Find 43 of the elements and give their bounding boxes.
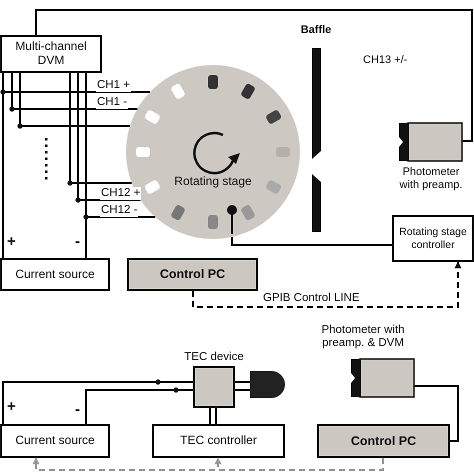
device-box (392, 215, 474, 262)
wire (414, 385, 459, 442)
node-label: Photometer with preamp. & DVM (320, 324, 406, 350)
node-label: TEC device (183, 350, 245, 364)
node-label: Control PC (350, 434, 418, 448)
node-label: Photometer with preamp. (398, 166, 464, 192)
wire (35, 9, 473, 142)
wire (19, 73, 130, 127)
node-label: Baffle (300, 24, 332, 37)
wire (85, 389, 193, 424)
wire (2, 381, 193, 424)
wire (231, 236, 392, 246)
node-label: Control PC (158, 267, 226, 282)
node-label: Current source (14, 268, 96, 282)
polarity-sign: + (6, 399, 17, 416)
wire (77, 73, 140, 201)
wire (11, 73, 138, 110)
wire (235, 381, 250, 383)
edge-label: CH1 - (96, 96, 128, 109)
node-label: Rotating stage controller (398, 226, 468, 251)
dashed-connector (192, 261, 462, 308)
device-box (152, 424, 285, 458)
light-source (250, 371, 285, 398)
node-label: Current source (14, 434, 96, 448)
node-label: TEC controller (179, 434, 258, 448)
node-label: Multi-channel DVM (14, 40, 88, 68)
polarity-sign: - (74, 234, 81, 250)
edge-label: CH12 + (100, 187, 142, 200)
channel-label: CH13 +/- (362, 54, 408, 66)
computer-box (127, 258, 258, 291)
node-label: Rotating stage (173, 175, 253, 189)
wire (69, 73, 132, 184)
device-box (0, 424, 110, 458)
edge-label: CH12 - (100, 204, 138, 217)
edge-label: CH1 + (96, 79, 131, 92)
dashed-connector (214, 457, 384, 471)
computer-box (317, 424, 450, 458)
wire (235, 389, 250, 391)
device-box (0, 258, 110, 291)
polarity-sign: + (6, 234, 17, 250)
device-box (0, 35, 102, 73)
wire (209, 407, 217, 425)
polarity-sign: - (74, 402, 81, 418)
